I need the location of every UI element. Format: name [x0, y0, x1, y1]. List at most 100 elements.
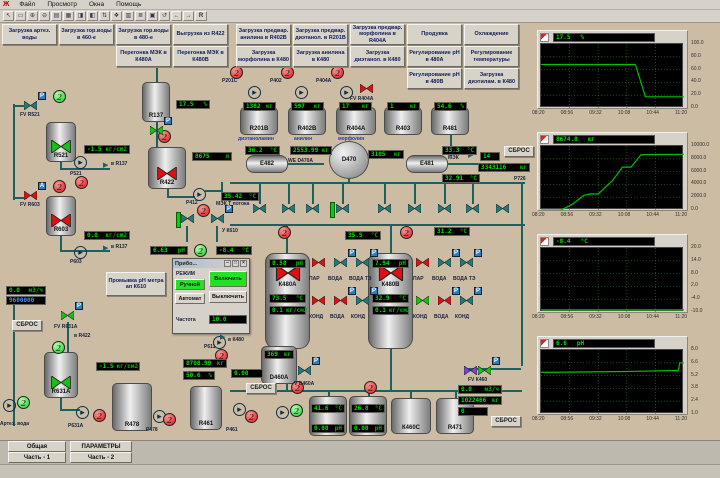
valve-icon[interactable] [149, 125, 164, 136]
gauge-indicator[interactable]: 2 [17, 396, 30, 409]
toolbar-icon-7[interactable]: ◧ [87, 11, 98, 21]
pump-icon[interactable]: ▸ [276, 406, 289, 419]
valve-icon[interactable] [252, 203, 267, 214]
gauge-indicator[interactable]: 2 [331, 66, 344, 79]
nav-button[interactable]: Загрузка диэтилам. в К480 [464, 68, 519, 89]
menu-item-Окна[interactable]: Окна [89, 1, 105, 8]
gauge-indicator[interactable]: 2 [281, 66, 294, 79]
nav-button[interactable]: Загрузка гор.воды в 460-е [59, 24, 114, 45]
valve-icon[interactable] [311, 295, 326, 306]
valve-icon[interactable] [210, 213, 225, 224]
valve-icon[interactable] [305, 203, 320, 214]
dialog-titlebar[interactable]: Прибо... – □ × [173, 259, 249, 268]
gauge-indicator[interactable]: 2 [197, 204, 210, 217]
gauge-indicator[interactable]: 2 [75, 176, 88, 189]
valve-icon[interactable] [495, 203, 510, 214]
pump-icon[interactable]: ▸ [295, 86, 308, 99]
nav-button[interactable]: Загрузка предвар. анилина в R402B [236, 24, 291, 45]
nav-button[interactable]: Охлаждение [464, 24, 519, 45]
valve-icon[interactable] [459, 257, 474, 268]
nav-button[interactable]: Загрузка диэтанол. в К480 [350, 46, 405, 67]
toolbar-icon-5[interactable]: ▦ [63, 11, 74, 21]
tank-R403[interactable]: R403 [384, 107, 422, 135]
toolbar-icon-0[interactable]: ↖ [3, 11, 14, 21]
toolbar-icon-10[interactable]: ▥ [123, 11, 134, 21]
valve-icon[interactable] [335, 203, 350, 214]
valve-icon[interactable] [437, 257, 452, 268]
disable-button[interactable]: Выключить [209, 291, 247, 303]
report-icon[interactable] [540, 32, 549, 42]
enable-button[interactable]: Включить [209, 271, 247, 287]
valve-icon[interactable] [333, 257, 348, 268]
toolbar-icon-15[interactable]: → [183, 11, 194, 21]
valve-icon[interactable] [415, 295, 430, 306]
valve-icon[interactable] [311, 257, 326, 268]
nav-button[interactable]: Выгрузка из R422 [173, 24, 228, 45]
report-icon[interactable] [540, 134, 549, 144]
tank-R137[interactable]: R137 [142, 82, 170, 122]
tank-R478[interactable]: R478 [112, 383, 152, 431]
gauge-indicator[interactable]: 2 [53, 180, 66, 193]
close-icon[interactable]: × [240, 260, 247, 267]
auto-mode-button[interactable]: Автомат [175, 293, 205, 304]
valve-icon[interactable] [355, 295, 370, 306]
menu-item-Файл[interactable]: Файл [19, 1, 36, 8]
valve-icon[interactable] [23, 190, 38, 201]
nav-button[interactable]: Загрузка артез. воды [2, 24, 57, 45]
tank-D470[interactable]: D470 [329, 141, 369, 179]
ph-flush-button[interactable]: Промывка pH метра ап К610 [106, 272, 166, 296]
valve-icon[interactable] [60, 310, 75, 321]
toolbar-icon-4[interactable]: ▤ [51, 11, 62, 21]
nav-button[interactable]: Регулирование pH в 480В [407, 68, 462, 89]
pump-icon[interactable]: ▸ [213, 336, 226, 349]
nav-button[interactable]: Регулирование температуры [464, 46, 519, 67]
reset-button[interactable]: СБРОС [246, 383, 276, 394]
tab-Общая[interactable]: Общая [8, 441, 66, 452]
gauge-indicator[interactable]: 2 [291, 381, 304, 394]
gauge-indicator[interactable]: 2 [400, 226, 413, 239]
reset-button[interactable]: СБРОС [491, 416, 521, 427]
toolbar-icon-3[interactable]: ⊖ [39, 11, 50, 21]
valve-icon[interactable] [477, 365, 492, 376]
valve-icon[interactable] [437, 203, 452, 214]
valve-icon[interactable] [355, 257, 370, 268]
manual-mode-button[interactable]: Ручной [175, 279, 205, 290]
tank-R461[interactable]: R461 [190, 386, 222, 430]
tank-R422[interactable]: R422 [148, 147, 186, 189]
tank-R402B[interactable]: R402B [288, 107, 326, 135]
toolbar-icon-9[interactable]: ❖ [111, 11, 122, 21]
report-icon[interactable] [540, 338, 549, 348]
valve-icon[interactable] [180, 213, 195, 224]
toolbar-icon-14[interactable]: ← [171, 11, 182, 21]
tank-E482[interactable]: E482 [246, 155, 288, 173]
gauge-indicator[interactable]: 2 [278, 226, 291, 239]
nav-button[interactable]: Продувка [407, 24, 462, 45]
nav-button[interactable]: Загрузка гор.воды в 480-е [116, 24, 171, 45]
toolbar-icon-6[interactable]: ◨ [75, 11, 86, 21]
tank-E481[interactable]: E481 [406, 155, 448, 173]
gauge-indicator[interactable]: 2 [163, 413, 176, 426]
tab-Часть - 1[interactable]: Часть - 1 [8, 452, 66, 463]
tank-R521[interactable]: R521 [46, 122, 76, 162]
valve-icon[interactable] [437, 295, 452, 306]
gauge-indicator[interactable]: 2 [245, 410, 258, 423]
toolbar-r-button[interactable]: R [195, 11, 207, 21]
gauge-indicator[interactable]: 2 [52, 341, 65, 354]
valve-icon[interactable] [297, 365, 312, 376]
nav-button[interactable]: Загрузка морфолина в К480 [236, 46, 291, 67]
pump-icon[interactable]: ▸ [74, 246, 87, 259]
nav-button[interactable]: Загрузка предвар. диэтанол. в R201B [293, 24, 348, 45]
valve-icon[interactable] [407, 203, 422, 214]
nav-button[interactable]: Перегонка МЭК в К480А [116, 46, 171, 67]
maximize-icon[interactable]: □ [232, 260, 239, 267]
tank-R481[interactable]: R481 [431, 107, 469, 135]
valve-icon[interactable] [459, 295, 474, 306]
toolbar-icon-1[interactable]: ▭ [15, 11, 26, 21]
tank-R603[interactable]: R603 [46, 196, 76, 236]
tab-ПАРАМЕТРЫ[interactable]: ПАРАМЕТРЫ [70, 441, 132, 452]
tank-R201B[interactable]: R201B [240, 107, 278, 135]
gauge-indicator[interactable]: 2 [364, 381, 377, 394]
valve-icon[interactable] [281, 203, 296, 214]
gauge-indicator[interactable]: 2 [194, 244, 207, 257]
valve-icon[interactable] [359, 83, 374, 94]
